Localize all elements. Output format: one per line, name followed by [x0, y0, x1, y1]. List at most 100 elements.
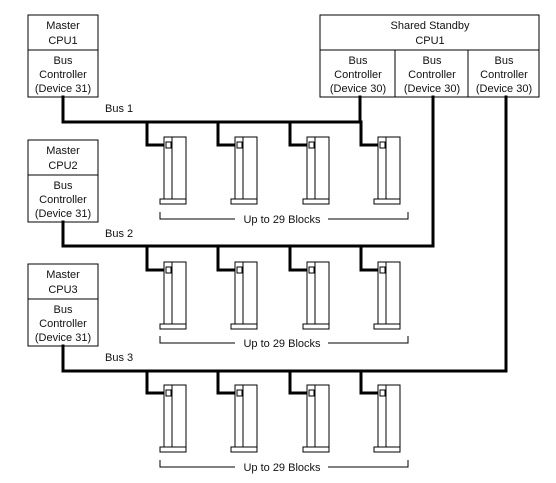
- bus-2-label: Bus 2: [105, 228, 133, 240]
- master-cpu1-controller-line1: Bus: [54, 55, 73, 67]
- standby-controller-2-line1: Bus: [423, 55, 442, 67]
- bus-3-line: [61, 95, 508, 373]
- master-cpu2-title-line2: CPU2: [48, 160, 77, 172]
- io-block-base: [373, 446, 401, 453]
- bus-1-drop-2: [216, 120, 240, 147]
- block-span-label-1: Up to 29 Blocks: [243, 214, 321, 226]
- io-block-connector: [236, 389, 243, 397]
- standby-controller-1-line2: Controller: [334, 69, 382, 81]
- master-cpu2-controller-line2: Controller: [39, 194, 87, 206]
- bus-3-drop-1: [145, 369, 169, 395]
- io-block: [159, 384, 187, 453]
- io-block-connector: [236, 141, 243, 149]
- io-block-connector: [379, 141, 386, 149]
- bus-2-drop-1: [145, 244, 169, 272]
- io-block-connector: [165, 389, 172, 397]
- io-block-base: [373, 323, 401, 330]
- io-block: [302, 261, 330, 330]
- block-span-label-2: Up to 29 Blocks: [243, 338, 321, 350]
- io-block-face: [314, 136, 330, 200]
- io-block: [373, 384, 401, 453]
- io-block-base: [159, 323, 187, 330]
- io-block-connector: [379, 266, 386, 274]
- block-span-label-3: Up to 29 Blocks: [243, 462, 321, 474]
- bus-1-label: Bus 1: [105, 103, 133, 115]
- standby-cpu-box: [319, 14, 540, 98]
- standby-controller-1-line3: (Device 30): [330, 83, 386, 95]
- master-cpu1: Master CPU1 Bus Controller (Device 31): [27, 14, 99, 98]
- io-block: [230, 261, 258, 330]
- io-block: [373, 136, 401, 205]
- master-cpu3-controller-line2: Controller: [39, 318, 87, 330]
- master-cpu2-title-line1: Master: [46, 145, 80, 157]
- standby-controller-3-line1: Bus: [495, 55, 514, 67]
- io-block-face: [314, 384, 330, 448]
- io-block: [302, 136, 330, 205]
- io-block: [373, 261, 401, 330]
- io-block-connector: [308, 141, 315, 149]
- master-cpu3-controller-line1: Bus: [54, 304, 73, 316]
- io-block: [159, 136, 187, 205]
- io-block-connector: [165, 266, 172, 274]
- io-block-base: [302, 446, 330, 453]
- io-block: [302, 384, 330, 453]
- master-cpu1-title-line1: Master: [46, 20, 80, 32]
- block-span-bracket-2: [159, 336, 409, 344]
- io-block-face: [242, 384, 258, 448]
- io-block-face: [171, 384, 187, 448]
- io-block-connector: [165, 141, 172, 149]
- bus-2-drop-2: [216, 244, 240, 272]
- standby-controller-3-line2: Controller: [480, 69, 528, 81]
- io-block-connector: [308, 266, 315, 274]
- io-block: [230, 384, 258, 453]
- io-block-face: [171, 261, 187, 325]
- io-block-face: [385, 384, 401, 448]
- master-cpu2: Master CPU2 Bus Controller (Device 31): [27, 139, 99, 223]
- standby-cpu-title-line2: CPU1: [415, 35, 444, 47]
- io-block-base: [302, 198, 330, 205]
- bus-3-label: Bus 3: [105, 352, 133, 364]
- io-block-base: [302, 323, 330, 330]
- master-cpu3-title-line1: Master: [46, 269, 80, 281]
- bus-2-drop-4: [359, 244, 383, 272]
- master-cpu1-title-line2: CPU1: [48, 35, 77, 47]
- master-cpu1-box: [27, 14, 99, 98]
- master-cpu2-box: [27, 139, 99, 223]
- master-cpu1-controller-line3: (Device 31): [35, 83, 91, 95]
- master-cpu3-title-line2: CPU3: [48, 284, 77, 296]
- standby-controller-2-line3: (Device 30): [404, 83, 460, 95]
- io-block-face: [385, 136, 401, 200]
- block-span-bracket-3: [159, 460, 409, 468]
- block-span-bracket-1: [159, 212, 409, 220]
- io-block: [159, 261, 187, 330]
- io-block-face: [242, 261, 258, 325]
- bus-1-drops: [145, 120, 169, 147]
- bus-1-line: [61, 95, 362, 124]
- bus-wiring: [61, 95, 508, 395]
- bus-3-drop-2: [216, 369, 240, 395]
- io-block: [230, 136, 258, 205]
- standby-cpu: Shared Standby CPU1 Bus Controller (Devi…: [319, 14, 540, 98]
- bus-3-drop-4: [359, 369, 383, 395]
- io-block-connector: [379, 389, 386, 397]
- master-cpu2-controller-line1: Bus: [54, 180, 73, 192]
- io-block-base: [230, 323, 258, 330]
- master-cpu3: Master CPU3 Bus Controller (Device 31): [27, 263, 99, 347]
- bus-1-drop-4: [359, 120, 383, 147]
- block-row-1: Up to 29 Blocks: [159, 136, 409, 226]
- io-block-connector: [236, 266, 243, 274]
- standby-controller-2-line2: Controller: [408, 69, 456, 81]
- bus-3-drop-3: [288, 369, 312, 395]
- standby-controller-3-line3: (Device 30): [476, 83, 532, 95]
- io-block-face: [242, 136, 258, 200]
- io-block-base: [230, 198, 258, 205]
- master-cpu3-box: [27, 263, 99, 347]
- io-block-face: [314, 261, 330, 325]
- block-row-2: Up to 29 Blocks: [159, 261, 409, 350]
- bus-2-line: [61, 95, 435, 248]
- io-block-face: [385, 261, 401, 325]
- io-block-face: [171, 136, 187, 200]
- standby-controller-1-line1: Bus: [349, 55, 368, 67]
- standby-cpu-title-line1: Shared Standby: [391, 20, 470, 32]
- io-block-base: [159, 198, 187, 205]
